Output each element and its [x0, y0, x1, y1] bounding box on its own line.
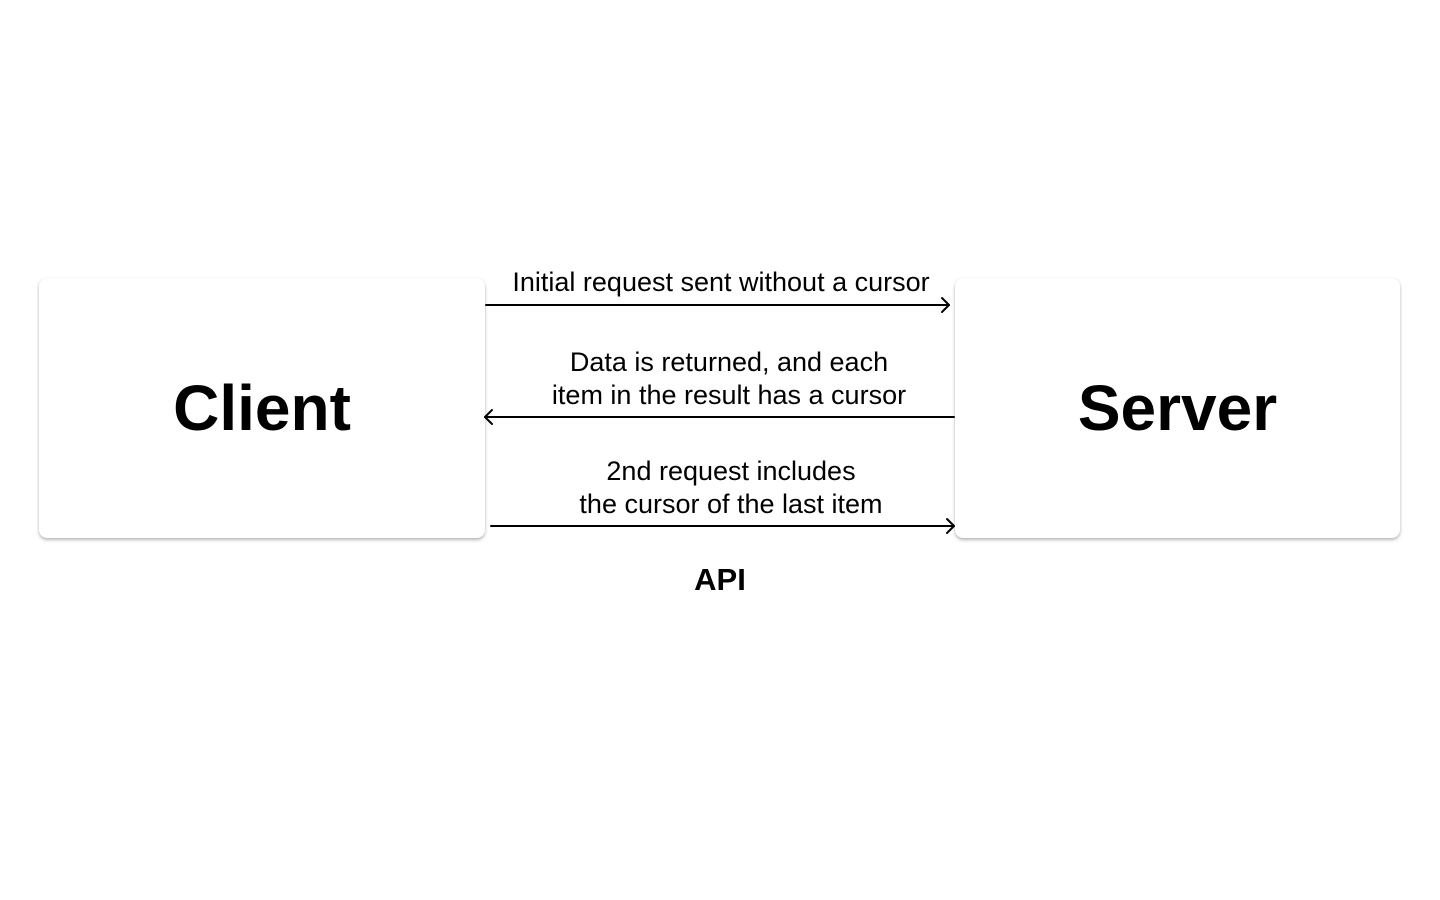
arrow-data-returned [484, 409, 955, 425]
message-line: Initial request sent without a cursor [512, 267, 930, 297]
message-line: 2nd request includes [606, 456, 856, 486]
message-line: Data is returned, and each [569, 347, 889, 377]
server-node-label: Server [1077, 372, 1278, 444]
channel-label: API [694, 562, 746, 597]
server-node: Server [955, 278, 1400, 538]
arrow-initial-request [485, 297, 950, 313]
message-initial-request: Initial request sent without a cursor [486, 266, 956, 299]
client-node: Client [39, 278, 485, 538]
message-data-returned: Data is returned, and each item in the r… [486, 346, 972, 412]
client-node-label: Client [173, 372, 351, 444]
message-second-request: 2nd request includes the cursor of the l… [486, 455, 976, 521]
message-line: the cursor of the last item [579, 489, 883, 519]
arrow-second-request [490, 518, 955, 534]
message-line: item in the result has a cursor [551, 380, 907, 410]
